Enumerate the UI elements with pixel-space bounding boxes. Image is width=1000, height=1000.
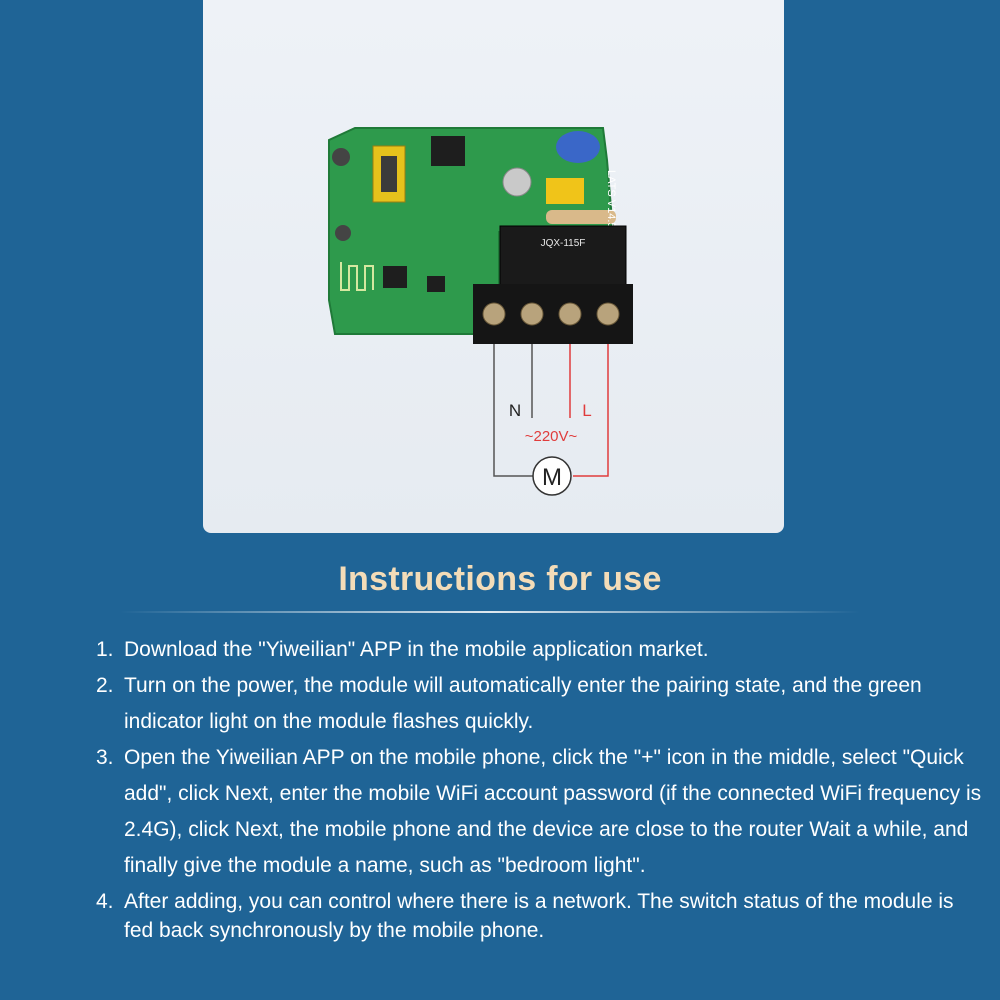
terminal-l-label: L	[582, 401, 591, 420]
step-text: After adding, you can control where ther…	[124, 890, 954, 942]
relay-label: JQX-115F	[541, 238, 586, 249]
resistor	[546, 210, 616, 224]
relay	[499, 225, 627, 287]
wiring-diagram: LATS V14.5 JQX-115F N L ~220V~ M	[328, 127, 633, 496]
board-label: LATS V14.5	[605, 170, 617, 229]
instruction-list: 1. Download the "Yiweilian" APP in the mo…	[96, 632, 986, 945]
terminal-n-label: N	[509, 401, 521, 420]
capacitor-blue	[556, 131, 600, 163]
step-number: 3.	[96, 746, 114, 769]
section-title: Instructions for use	[338, 560, 662, 598]
motor-icon	[532, 456, 572, 496]
screw-terminals	[482, 302, 620, 326]
ic-chip-3	[427, 276, 445, 292]
instruction-step: 1. Download the "Yiweilian" APP in the mo…	[96, 632, 986, 668]
product-image-card: LATS V14.5 JQX-115F N L ~220V~ M	[203, 0, 784, 533]
title-divider	[120, 611, 860, 613]
capacitor-silver	[502, 167, 532, 197]
voltage-label: ~220V~	[525, 428, 578, 445]
motor-label: M	[542, 464, 562, 491]
instruction-step: 4. After adding, you can control where th…	[96, 887, 986, 945]
instruction-step: 2. Turn on the power, the module will aut…	[96, 668, 986, 740]
step-text: Open the Yiweilian APP on the mobile pho…	[124, 746, 982, 877]
step-text: Download the "Yiweilian" APP in the mobi…	[124, 638, 709, 661]
wiring	[493, 344, 609, 477]
capacitor-2	[335, 225, 351, 241]
step-text: Turn on the power, the module will autom…	[124, 674, 922, 733]
instruction-step: 3. Open the Yiweilian APP on the mobile p…	[96, 740, 986, 884]
capacitor-1	[332, 148, 350, 166]
step-number: 4.	[96, 890, 114, 913]
ic-chip-1	[431, 136, 465, 166]
step-number: 1.	[96, 638, 114, 661]
ic-chip-2	[383, 266, 407, 288]
step-number: 2.	[96, 674, 114, 697]
fuse	[546, 178, 584, 204]
antenna-trace	[340, 262, 374, 291]
